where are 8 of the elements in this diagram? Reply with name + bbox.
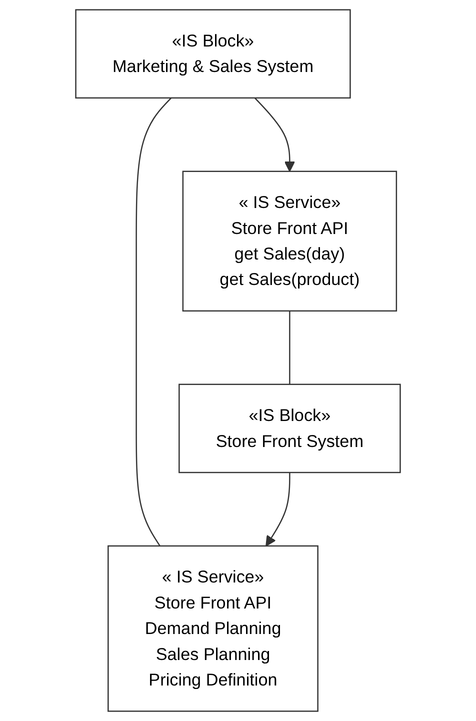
arrow [266, 472, 290, 546]
arrow [254, 98, 296, 172]
node-box: «IS Block» Marketing & Sales System [75, 9, 351, 99]
node-box: « IS Service» Store Front API Demand Planning Sales Planning Pricing Definition [108, 545, 318, 712]
connector [289, 310, 290, 384]
connector [136, 98, 172, 546]
node-box: « IS Service» Store Front API get Sales(day) get Sales(product) [182, 170, 398, 312]
node-box: «IS Block» Store Front System [178, 384, 401, 474]
